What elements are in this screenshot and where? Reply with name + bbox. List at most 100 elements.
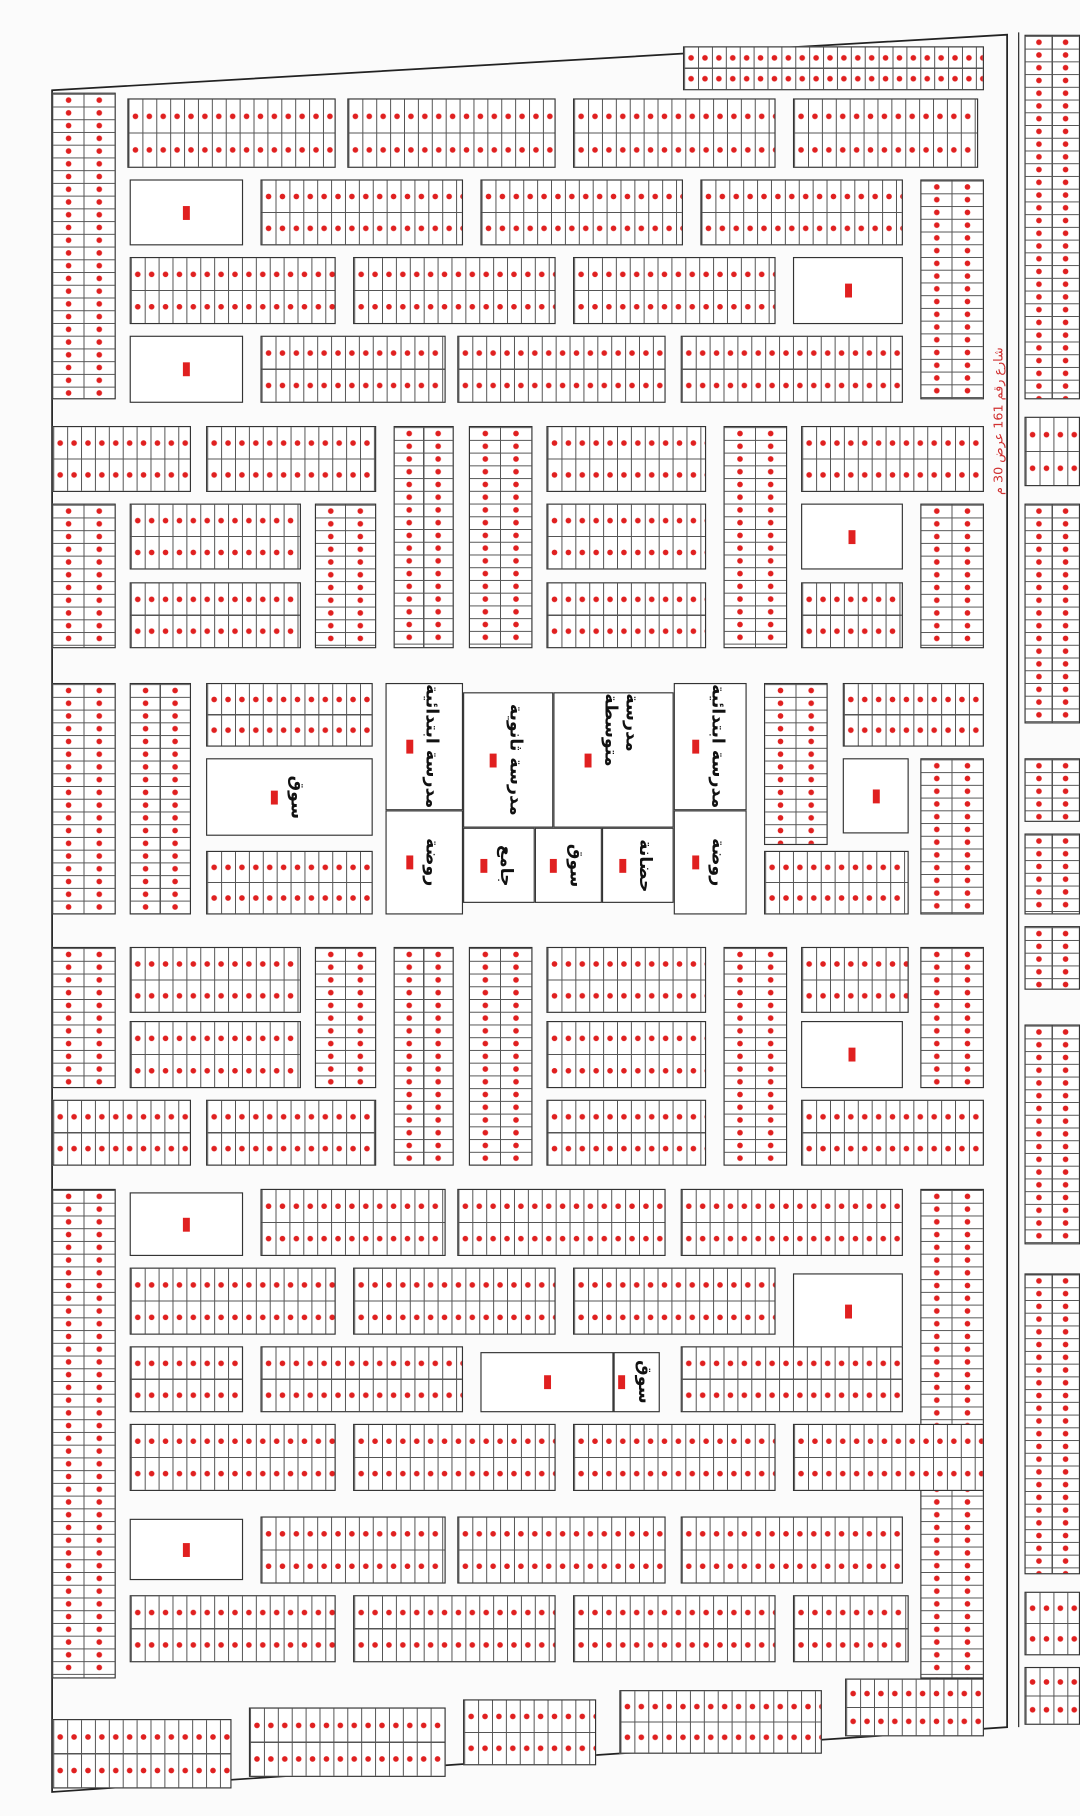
plot-marker-icon: [844, 283, 852, 298]
facility-school-secondary: مدرسة ثانوية: [463, 692, 554, 828]
facility-label: مدرسة ابتدائية: [421, 684, 443, 809]
facility-label: جامع: [496, 844, 518, 887]
residential-plot-block: [129, 503, 301, 570]
residential-plot-block: [573, 1423, 776, 1491]
facility-lot: [801, 503, 903, 570]
facility-school-primary: مدرسة ابتدائية: [385, 682, 464, 811]
plot-marker-icon: [619, 858, 627, 873]
facility-mosque: جامع: [463, 827, 535, 903]
residential-plot-block: [1024, 1273, 1080, 1575]
street-label: شارع رقم 161 عرض 30 م: [990, 347, 1006, 495]
plot-marker-icon: [848, 529, 856, 544]
residential-plot-block: [127, 98, 336, 168]
plot-marker-icon: [182, 205, 190, 220]
residential-plot-block: [1024, 1591, 1080, 1656]
facility-lot: [129, 1518, 244, 1581]
residential-plot-block: [764, 850, 909, 915]
residential-plot-block: [680, 1516, 903, 1584]
residential-plot-block: [764, 682, 828, 846]
residential-plot-block: [129, 1595, 336, 1663]
residential-plot-block: [52, 425, 192, 492]
plot-marker-icon: [480, 858, 488, 873]
residential-plot-block: [1024, 1666, 1080, 1725]
plot-marker-icon: [848, 1047, 856, 1062]
residential-plot-block: [468, 946, 533, 1166]
residential-plot-block: [457, 335, 666, 403]
residential-plot-block: [920, 758, 984, 915]
plot-marker-icon: [844, 1304, 852, 1318]
residential-plot-block: [129, 1423, 336, 1491]
residential-plot-block: [457, 1516, 666, 1584]
facility-label: سوق: [566, 843, 587, 888]
residential-plot-block: [1024, 926, 1080, 990]
residential-plot-block: [206, 1099, 377, 1166]
residential-plot-block: [801, 425, 984, 492]
plot-marker-icon: [549, 858, 557, 873]
residential-plot-block: [260, 179, 464, 246]
residential-plot-block: [260, 1188, 446, 1256]
facility-label: سوق: [287, 775, 308, 819]
residential-plot-block: [801, 582, 903, 649]
facility-kindergarten-2: روضة: [673, 810, 747, 915]
facility-market-west: سوق: [206, 758, 373, 836]
residential-plot-block: [546, 582, 707, 649]
residential-plot-block: [353, 1267, 556, 1335]
residential-plot-block: [546, 425, 707, 492]
residential-plot-block: [700, 179, 903, 246]
residential-plot-block: [682, 46, 984, 91]
residential-plot-block: [480, 179, 683, 246]
residential-plot-block: [1024, 503, 1080, 724]
facility-label: مدرسة ابتدائية: [707, 684, 729, 809]
plot-marker-icon: [182, 1217, 190, 1232]
residential-plot-block: [920, 946, 984, 1089]
facility-school-primary-2: مدرسة ابتدائية: [673, 682, 747, 811]
residential-plot-block: [842, 682, 984, 747]
residential-plot-block: [680, 1346, 903, 1413]
residential-plot-block: [468, 425, 533, 649]
residential-plot-block: [353, 1423, 556, 1491]
residential-plot-block: [52, 1188, 116, 1679]
residential-plot-block: [1024, 758, 1080, 822]
residential-plot-block: [206, 850, 373, 915]
facility-school-intermediate: مدرسة متوسطة: [553, 692, 674, 828]
residential-plot-block: [52, 946, 116, 1089]
residential-plot-block: [393, 946, 454, 1166]
residential-plot-block: [619, 1690, 822, 1754]
residential-plot-block: [260, 335, 446, 403]
residential-plot-block: [920, 503, 984, 649]
residential-plot-block: [52, 1719, 232, 1789]
facility-market: سوق: [534, 827, 602, 903]
residential-plot-block: [129, 1346, 244, 1413]
plot-marker-icon: [405, 855, 413, 870]
facility-label: روضة: [421, 838, 443, 887]
plot-marker-icon: [182, 362, 190, 377]
residential-plot-block: [723, 946, 788, 1166]
residential-plot-block: [801, 1099, 984, 1166]
residential-plot-block: [573, 98, 776, 168]
facility-nursery: حضانة: [601, 827, 674, 903]
facility-lot: [792, 1273, 903, 1349]
residential-plot-block: [546, 946, 707, 1013]
residential-plot-block: [129, 946, 301, 1013]
residential-plot-block: [845, 1678, 984, 1737]
residential-plot-block: [573, 1595, 776, 1663]
residential-plot-block: [546, 1021, 707, 1089]
residential-plot-block: [353, 256, 556, 325]
plot-marker-icon: [405, 739, 413, 754]
residential-plot-block: [1024, 833, 1080, 915]
residential-plot-block: [573, 256, 776, 325]
facility-label: حضانة: [635, 838, 657, 892]
residential-plot-block: [723, 425, 788, 649]
facility-lot: [480, 1352, 614, 1413]
residential-plot-block: [457, 1188, 666, 1256]
residential-plot-block: [129, 582, 301, 649]
facility-lot: [129, 179, 244, 246]
plot-marker-icon: [584, 753, 592, 767]
facility-label: مدرسة ثانوية: [505, 704, 527, 816]
plot-marker-icon: [691, 739, 699, 754]
residential-plot-block: [52, 1099, 192, 1166]
residential-plot-block: [1024, 416, 1080, 487]
residential-plot-block: [920, 179, 984, 400]
facility-lot: [129, 335, 244, 403]
